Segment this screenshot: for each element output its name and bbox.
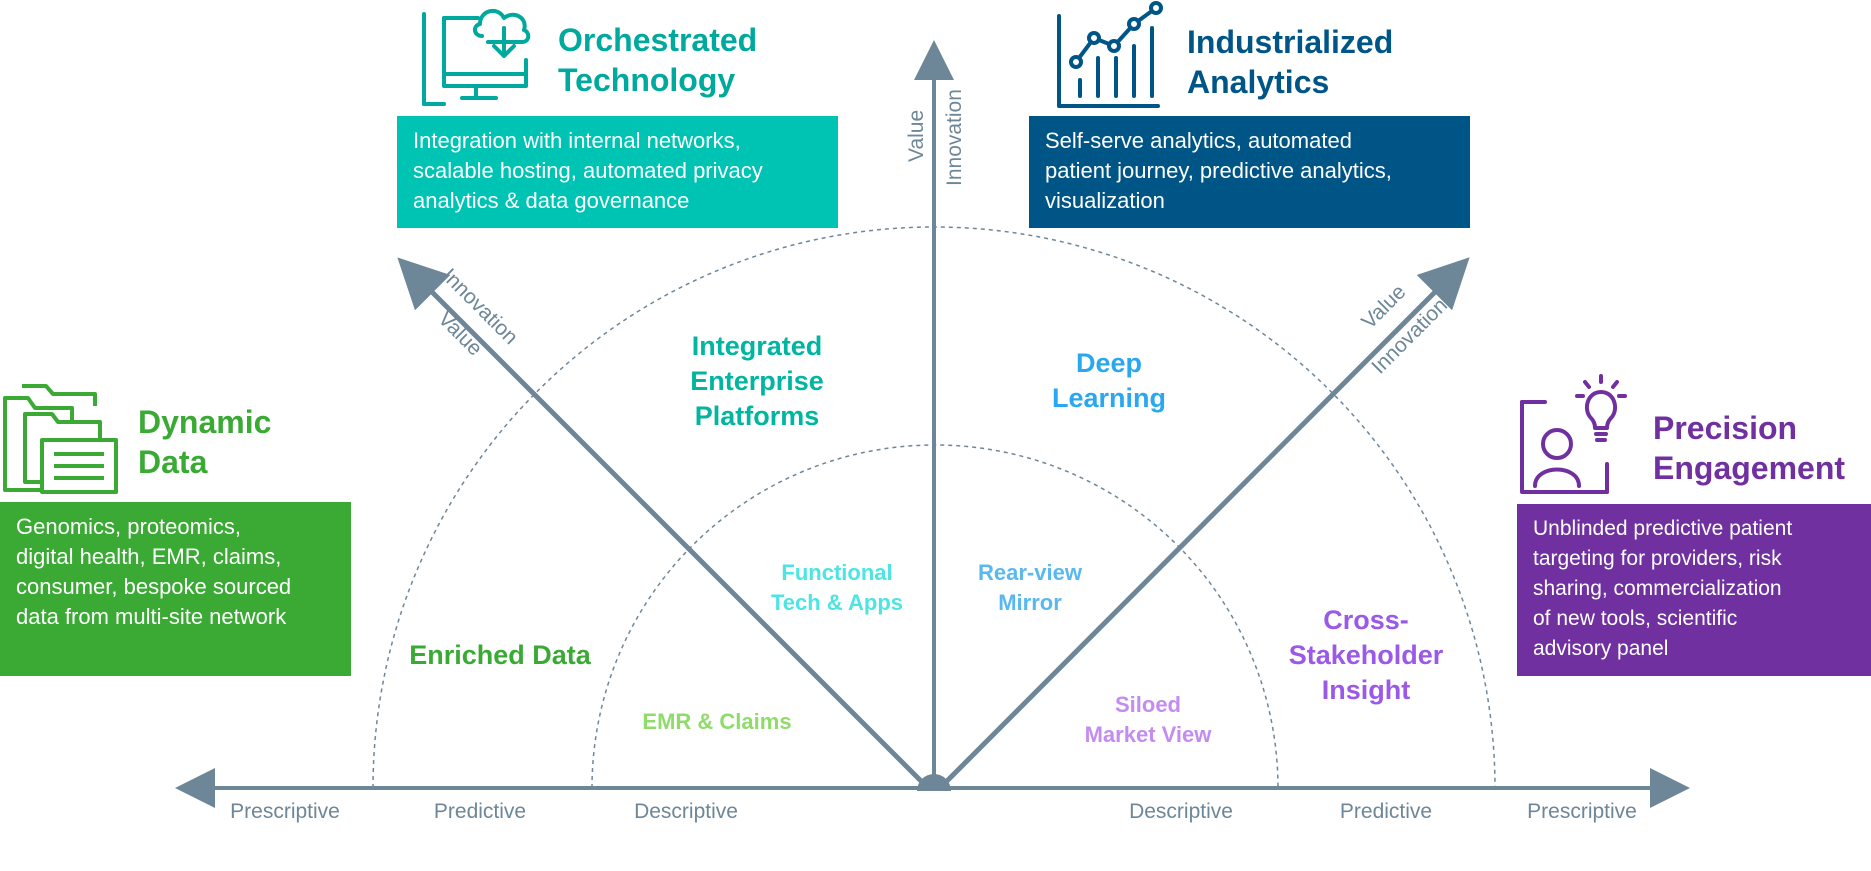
- axis-label-right-descriptive: Descriptive: [1129, 800, 1233, 823]
- precision-engagement-line-5: advisory panel: [1533, 637, 1669, 660]
- zone-functional-tech-2: Tech & Apps: [771, 590, 903, 615]
- diagonal-right-labels: Value Innovation: [1357, 280, 1452, 378]
- zone-labels: Enriched Data EMR & Claims Integrated En…: [409, 331, 1444, 747]
- orchestrated-technology-line-3: analytics & data governance: [413, 188, 690, 213]
- industrialized-analytics-box: Self-serve analytics, automated patient …: [1029, 116, 1470, 228]
- zone-integrated-enterprise-2: Enterprise: [690, 366, 824, 396]
- axis-hub: [917, 774, 951, 791]
- axis-label-left-descriptive: Descriptive: [634, 800, 738, 823]
- horizontal-axis-labels: Prescriptive Predictive Descriptive Desc…: [230, 800, 1637, 823]
- line-chart-icon: [1057, 1, 1163, 108]
- precision-engagement-title-line-1: Precision: [1653, 410, 1798, 446]
- industrialized-analytics-title: Industrialized Analytics: [1187, 22, 1393, 102]
- dynamic-data-box: Genomics, proteomics, digital health, EM…: [0, 502, 351, 676]
- folders-icon: [3, 384, 118, 494]
- vertical-label-innovation: Innovation: [943, 89, 966, 186]
- precision-engagement-line-4: of new tools, scientific: [1533, 607, 1738, 630]
- zone-cross-stakeholder-2: Stakeholder: [1289, 640, 1444, 670]
- precision-engagement-line-3: sharing, commercialization: [1533, 577, 1782, 600]
- industrialized-analytics-line-2: patient journey, predictive analytics,: [1045, 158, 1392, 183]
- zone-siloed-market-1: Siloed: [1115, 692, 1181, 717]
- diagonal-left-labels: Innovation Value: [433, 264, 522, 360]
- zone-siloed-market-2: Market View: [1085, 722, 1213, 747]
- zone-deep-learning-1: Deep: [1076, 348, 1142, 378]
- diagonal-axis-left: [397, 257, 927, 787]
- industrialized-analytics-line-1: Self-serve analytics, automated: [1045, 128, 1352, 153]
- zone-integrated-enterprise-1: Integrated: [692, 331, 823, 361]
- industrialized-analytics-line-3: visualization: [1045, 188, 1165, 213]
- orchestrated-technology-title-line-2: Technology: [558, 62, 736, 98]
- person-lightbulb-icon: [1517, 374, 1627, 494]
- dynamic-data-line-2: digital health, EMR, claims,: [16, 544, 282, 569]
- zone-deep-learning-2: Learning: [1052, 383, 1166, 413]
- zone-emr-claims: EMR & Claims: [642, 709, 791, 734]
- zone-enriched-data: Enriched Data: [409, 640, 592, 670]
- axis-label-left-prescriptive: Prescriptive: [230, 800, 340, 823]
- industrialized-analytics-title-line-2: Analytics: [1187, 64, 1330, 100]
- precision-engagement-box: Unblinded predictive patient targeting f…: [1517, 504, 1871, 676]
- orchestrated-technology-title-line-1: Orchestrated: [558, 22, 758, 58]
- precision-engagement-line-2: targeting for providers, risk: [1533, 547, 1782, 570]
- precision-engagement-title-line-2: Engagement: [1653, 450, 1846, 486]
- dynamic-data-line-1: Genomics, proteomics,: [16, 514, 241, 539]
- vertical-axis-labels: Value Innovation: [905, 89, 966, 186]
- orchestrated-technology-title: Orchestrated Technology: [558, 20, 757, 100]
- precision-engagement-title: Precision Engagement: [1653, 408, 1845, 488]
- dynamic-data-line-4: data from multi-site network: [16, 604, 287, 629]
- zone-rear-view-2: Mirror: [998, 590, 1062, 615]
- vertical-label-value: Value: [905, 110, 928, 162]
- zone-cross-stakeholder-3: Insight: [1322, 675, 1411, 705]
- orchestrated-technology-box: Integration with internal networks, scal…: [397, 116, 838, 228]
- monitor-cloud-download-icon: [422, 8, 531, 106]
- orchestrated-technology-line-1: Integration with internal networks,: [413, 128, 741, 153]
- dynamic-data-title-line-2: Data: [138, 444, 208, 480]
- dynamic-data-title-line-1: Dynamic: [138, 404, 272, 440]
- orchestrated-technology-line-2: scalable hosting, automated privacy: [413, 158, 763, 183]
- industrialized-analytics-title-line-1: Industrialized: [1187, 24, 1394, 60]
- axis-label-left-predictive: Predictive: [434, 800, 526, 823]
- axis-label-right-prescriptive: Prescriptive: [1527, 800, 1637, 823]
- zone-integrated-enterprise-3: Platforms: [695, 401, 820, 431]
- zone-rear-view-1: Rear-view: [978, 560, 1083, 585]
- precision-engagement-line-1: Unblinded predictive patient: [1533, 517, 1793, 540]
- dynamic-data-title: Dynamic Data: [138, 402, 271, 482]
- axis-label-right-predictive: Predictive: [1340, 800, 1432, 823]
- dynamic-data-line-3: consumer, bespoke sourced: [16, 574, 292, 599]
- zone-cross-stakeholder-1: Cross-: [1323, 605, 1409, 635]
- diagonal-axis-right: [941, 257, 1470, 787]
- zone-functional-tech-1: Functional: [781, 560, 892, 585]
